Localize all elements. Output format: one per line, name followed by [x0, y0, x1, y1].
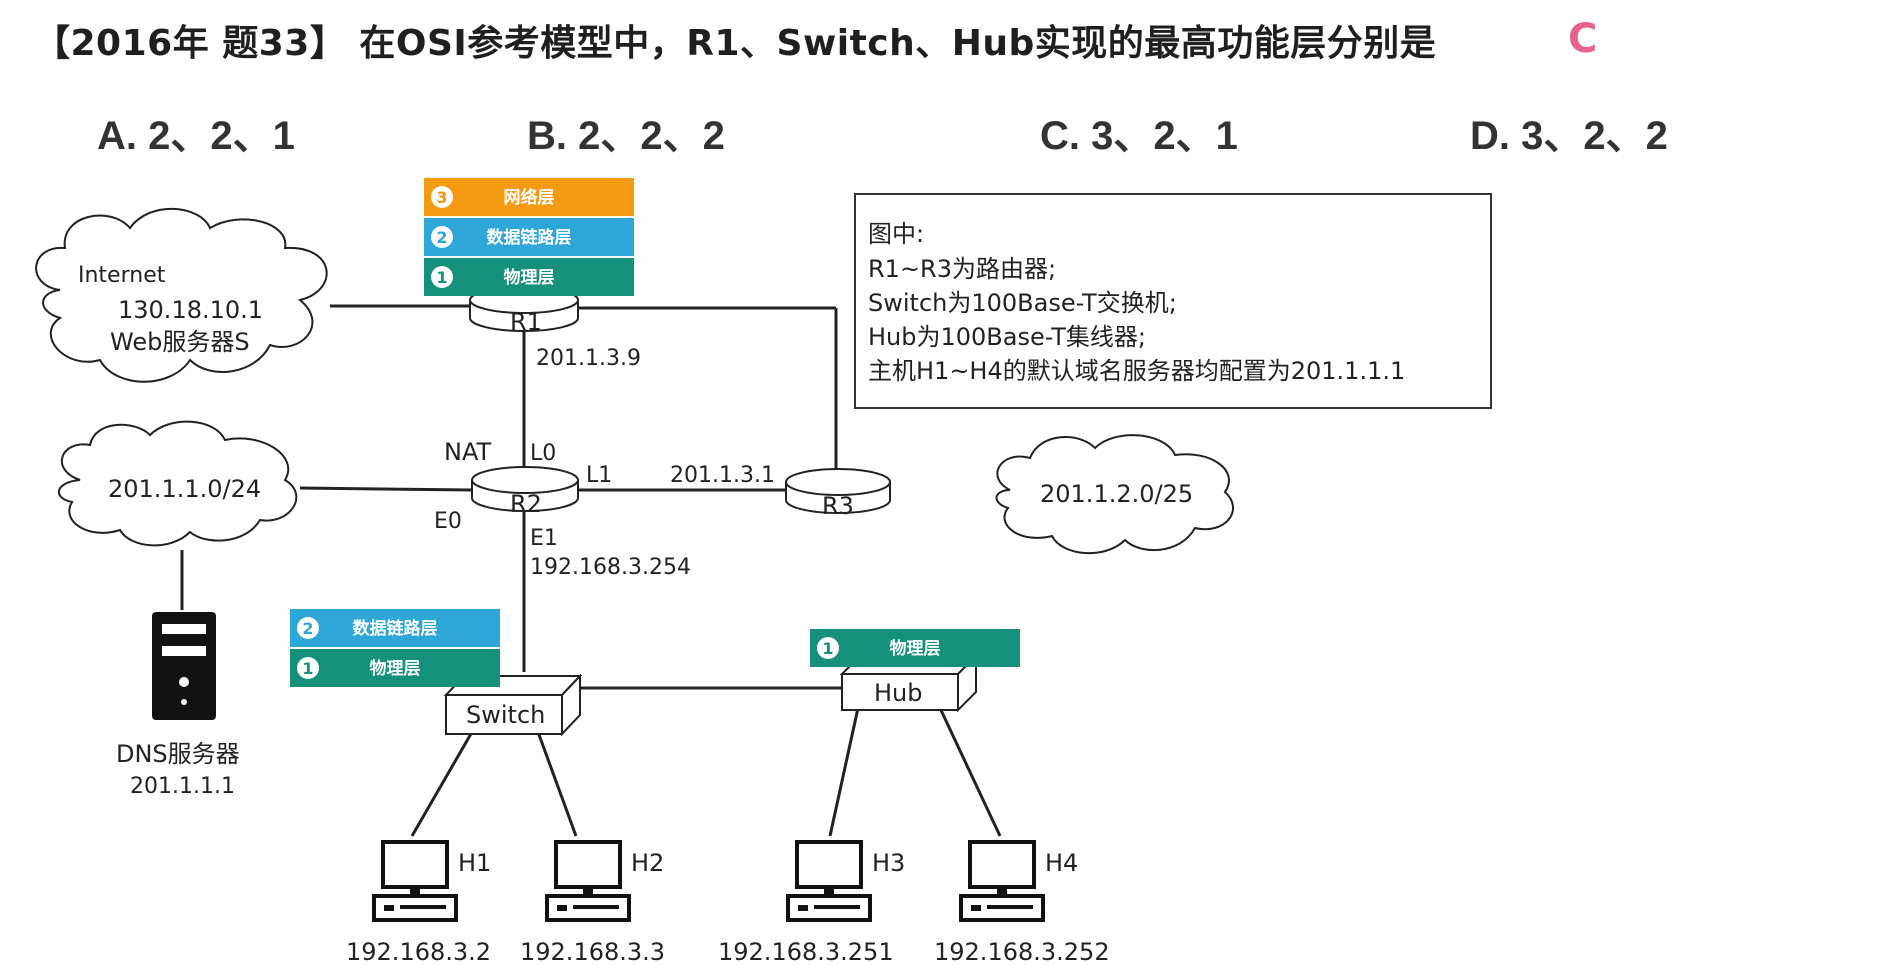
layer-number: 2: [436, 228, 447, 247]
e0-label: E0: [434, 509, 462, 534]
monitor-icon: [381, 840, 449, 889]
cloud-net1: [58, 420, 298, 547]
e1-address: 192.168.3.254: [530, 555, 691, 580]
host-h1-ip: 192.168.3.2: [346, 938, 491, 965]
host-h3: [786, 840, 872, 922]
switch-label: Switch: [466, 701, 545, 729]
layer-number: 3: [436, 188, 447, 207]
link-switch-h2: [536, 731, 578, 837]
answer-mark: C: [1568, 16, 1598, 62]
host-h2: [545, 840, 631, 922]
notes-line: 主机H1~H4的默认域名服务器均配置为201.1.1.1: [868, 357, 1405, 385]
dns-server-label: DNS服务器: [116, 740, 240, 768]
cloud-internet: [35, 207, 328, 383]
datalink-layer-label: 数据链路层: [487, 227, 572, 248]
net2-label: 201.1.2.0/25: [1040, 480, 1193, 508]
layer-number-badge: [297, 657, 319, 679]
monitor-icon: [968, 840, 1036, 889]
r3-label: R3: [822, 492, 854, 520]
switch-device: Switch: [443, 673, 583, 737]
monitor-icon: [795, 840, 863, 889]
option-a: A. 2、2、1: [97, 114, 295, 158]
host-h3-name: H3: [872, 849, 905, 877]
host-h1: [372, 840, 458, 922]
datalink-layer-label: 数据链路层: [353, 618, 438, 639]
net1-label: 201.1.1.0/24: [108, 475, 261, 503]
e1-label: E1: [530, 526, 558, 551]
link-net1-r2: [299, 486, 473, 492]
physical-layer-label: 物理层: [370, 658, 421, 679]
l0-label: L0: [530, 441, 556, 466]
host-h2-name: H2: [631, 849, 664, 877]
layer-number-badge: [431, 266, 453, 288]
layer-number: 1: [822, 639, 833, 658]
l1-label: L1: [586, 463, 612, 488]
notes-line: Hub为100Base-T集线器;: [868, 323, 1146, 351]
monitor-icon: [554, 840, 622, 889]
link-hub-h4: [938, 707, 1002, 837]
notes-line: Switch为100Base-T交换机;: [868, 289, 1177, 317]
layer-number-badge: [431, 186, 453, 208]
r1-layer-stack: 3 2 1 网络层 数据链路层 物理层: [424, 178, 634, 296]
option-c: C. 3、2、1: [1040, 114, 1238, 158]
notes-title: 图中:: [868, 220, 924, 248]
internet-label: Internet: [78, 263, 166, 288]
switch-layer-stack: 2 1 数据链路层 物理层: [290, 609, 500, 687]
web-server-ip: 130.18.10.1: [118, 296, 263, 324]
physical-layer-bar: [424, 258, 634, 296]
cloud-net2: [995, 434, 1235, 554]
physical-layer-bar: [290, 649, 500, 687]
layer-number-badge: [431, 226, 453, 248]
host-h4-name: H4: [1045, 849, 1078, 877]
network-layer-label: 网络层: [504, 187, 555, 208]
network-layer-bar: [424, 178, 634, 216]
host-h4-ip: 192.168.3.252: [934, 938, 1110, 965]
r2-label: R2: [510, 490, 542, 518]
physical-layer-label: 物理层: [890, 638, 941, 659]
host-h1-name: H1: [458, 849, 491, 877]
notes-box: [854, 193, 1492, 409]
datalink-layer-bar: [290, 609, 500, 647]
notes-line: R1~R3为路由器;: [868, 255, 1056, 283]
physical-layer-label: 物理层: [504, 267, 555, 288]
network-links: [180, 304, 1002, 837]
web-server-label: Web服务器S: [110, 328, 250, 356]
option-d: D. 3、2、2: [1470, 114, 1668, 158]
layer-number: 1: [302, 659, 313, 678]
option-b: B. 2、2、2: [527, 114, 725, 158]
r1-label: R1: [510, 308, 542, 336]
router-r2: R2: [471, 466, 579, 518]
nat-label: NAT: [444, 438, 492, 466]
layer-number-badge: [297, 617, 319, 639]
datalink-layer-bar: [424, 218, 634, 256]
router-r3: R3: [785, 468, 891, 520]
dns-server-icon: [152, 612, 216, 720]
link-switch-h1: [410, 731, 474, 837]
hub-label: Hub: [874, 679, 923, 707]
host-h4: [959, 840, 1045, 922]
link-hub-h3: [828, 707, 860, 837]
physical-layer-bar: [810, 629, 1020, 667]
dns-server-ip: 201.1.1.1: [130, 774, 235, 799]
question-title: 【2016年 题33】 在OSI参考模型中，R1、Switch、Hub实现的最高…: [34, 23, 1437, 64]
host-h2-ip: 192.168.3.3: [520, 938, 665, 965]
layer-number: 1: [436, 268, 447, 287]
hub-layer-stack: 1 物理层: [810, 629, 1020, 667]
l1-address: 201.1.3.1: [670, 463, 775, 488]
r1-address: 201.1.3.9: [536, 346, 641, 371]
layer-number-badge: [817, 637, 839, 659]
host-h3-ip: 192.168.3.251: [718, 938, 894, 965]
layer-number: 2: [302, 619, 313, 638]
